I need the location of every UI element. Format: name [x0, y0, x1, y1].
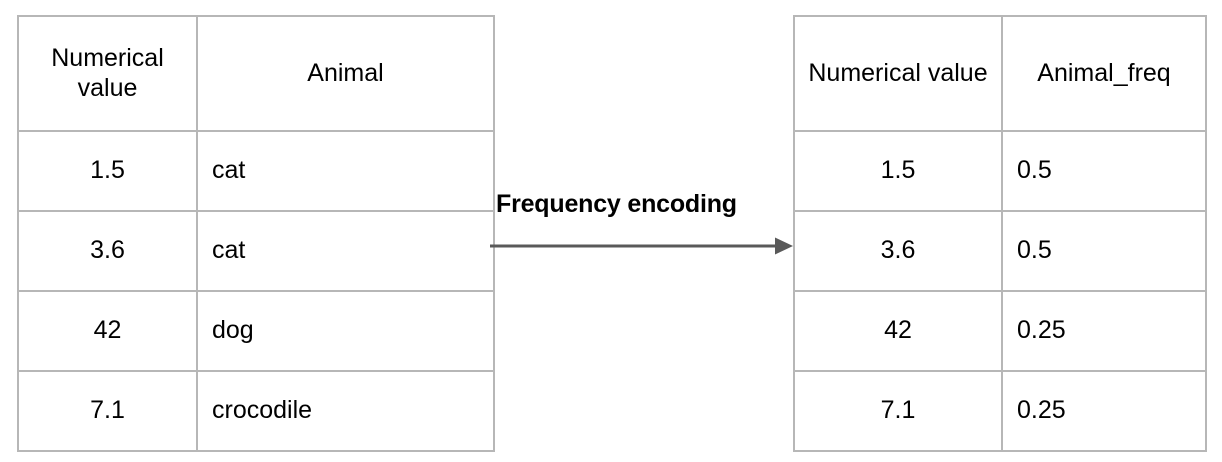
encoded-table: Numerical value Animal_freq 1.5 0.5 3.6 …: [793, 15, 1207, 452]
table-row: 3.6 cat: [17, 210, 495, 292]
cell-numerical-value: 1.5: [17, 130, 198, 212]
table-row: 1.5 cat: [17, 130, 495, 212]
table-row: 1.5 0.5: [793, 130, 1207, 212]
cell-numerical-value: 42: [17, 290, 198, 372]
cell-numerical-value: 42: [793, 290, 1003, 372]
table-header-row: Numerical value Animal_freq: [793, 15, 1207, 132]
cell-animal: cat: [196, 130, 495, 212]
cell-numerical-value: 1.5: [793, 130, 1003, 212]
original-table: Numerical value Animal 1.5 cat 3.6 cat 4…: [17, 15, 495, 452]
transformation-label: Frequency encoding: [496, 190, 737, 218]
table-row: 7.1 crocodile: [17, 370, 495, 452]
cell-numerical-value: 3.6: [17, 210, 198, 292]
cell-animal: dog: [196, 290, 495, 372]
table-row: 3.6 0.5: [793, 210, 1207, 292]
cell-animal: crocodile: [196, 370, 495, 452]
transformation-annotation: Frequency encoding: [489, 190, 799, 270]
cell-numerical-value: 7.1: [793, 370, 1003, 452]
cell-animal-freq: 0.5: [1001, 210, 1207, 292]
table-row: 42 dog: [17, 290, 495, 372]
right-arrow-icon: [490, 237, 793, 255]
cell-animal: cat: [196, 210, 495, 292]
column-header-animal-freq: Animal_freq: [1001, 15, 1207, 132]
cell-numerical-value: 3.6: [793, 210, 1003, 292]
table-header-row: Numerical value Animal: [17, 15, 495, 132]
cell-animal-freq: 0.25: [1001, 370, 1207, 452]
cell-animal-freq: 0.5: [1001, 130, 1207, 212]
table-row: 42 0.25: [793, 290, 1207, 372]
cell-numerical-value: 7.1: [17, 370, 198, 452]
column-header-numerical-value: Numerical value: [17, 15, 198, 132]
column-header-numerical-value: Numerical value: [793, 15, 1003, 132]
cell-animal-freq: 0.25: [1001, 290, 1207, 372]
column-header-animal: Animal: [196, 15, 495, 132]
table-row: 7.1 0.25: [793, 370, 1207, 452]
